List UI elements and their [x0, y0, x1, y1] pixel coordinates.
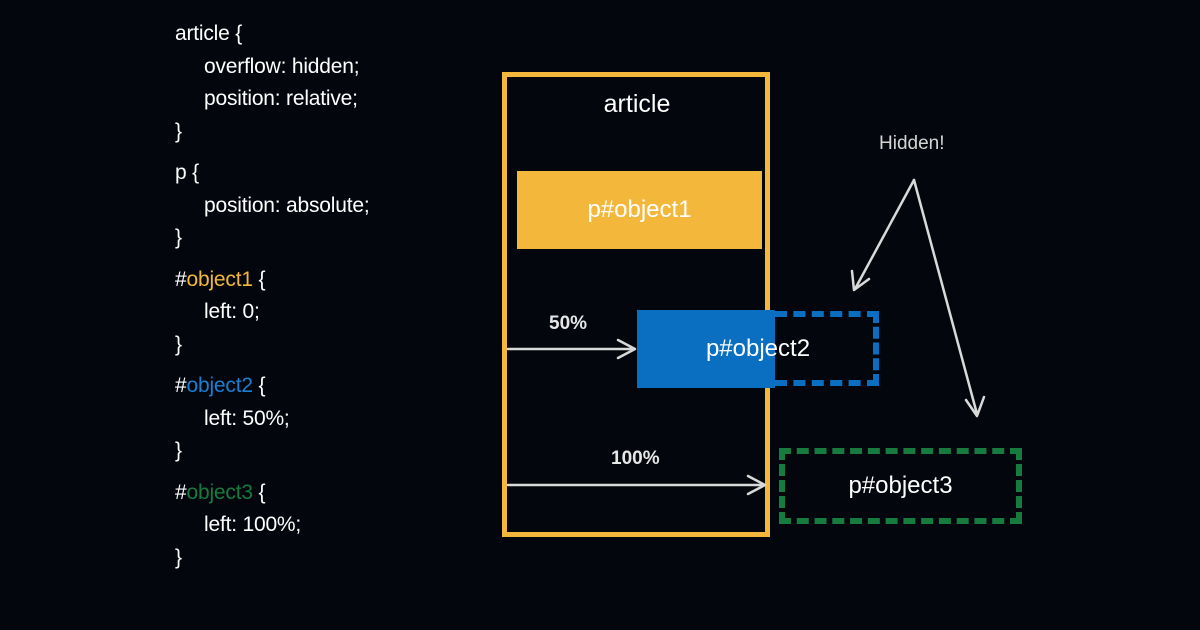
code-line: article {: [175, 18, 369, 51]
code-line: left: 100%;: [204, 513, 302, 536]
object2-label: p#object2: [705, 335, 811, 362]
article-container-box: [502, 72, 770, 537]
object3-hidden-box: p#object3: [779, 448, 1022, 524]
offset-100-label: 100%: [611, 448, 660, 469]
brace-open: {: [229, 22, 243, 45]
object2-visible-box: [637, 310, 775, 388]
css-code-block: article { overflow: hidden; position: re…: [175, 18, 370, 574]
code-line: position: absolute;: [204, 193, 370, 217]
code-line: #object3 {: [175, 477, 369, 510]
offset-50-label: 50%: [549, 313, 588, 334]
brace-open: {: [252, 480, 266, 504]
code-line: #object2 {: [175, 370, 369, 403]
brace-open: {: [252, 374, 266, 397]
arrow-100-icon: [506, 474, 767, 496]
hidden-arrow-right-icon: [912, 178, 986, 418]
object1-selector: object1: [186, 267, 253, 291]
hidden-arrow-left-icon: [850, 178, 916, 292]
code-line: #object1 {: [175, 264, 369, 297]
hash: #: [175, 374, 187, 397]
hash: #: [175, 267, 187, 291]
arrow-50-icon: [506, 338, 637, 360]
article-label: article: [603, 90, 671, 118]
code-line: overflow: hidden;: [204, 54, 360, 78]
hash: #: [175, 480, 187, 504]
p-selector: p: [175, 161, 187, 184]
object1-label: p#object1: [587, 196, 692, 223]
article-selector: article: [175, 22, 230, 45]
brace-close: }: [175, 545, 182, 569]
object3-label: p#object3: [848, 472, 953, 499]
brace-close: }: [175, 226, 182, 249]
brace-close: }: [175, 332, 182, 356]
code-line: p {: [175, 157, 369, 190]
brace-close: }: [175, 439, 182, 462]
code-line: left: 50%;: [204, 406, 290, 430]
object3-selector: object3: [186, 480, 253, 504]
object1-box: p#object1: [517, 171, 762, 249]
brace-close: }: [175, 119, 182, 143]
brace-open: {: [252, 267, 266, 291]
code-line: left: 0;: [204, 300, 260, 323]
brace-open: {: [186, 161, 199, 184]
object2-hidden-box: [775, 311, 879, 386]
hidden-annotation: Hidden!: [879, 133, 945, 154]
code-line: position: relative;: [204, 87, 358, 110]
object2-selector: object2: [186, 374, 253, 397]
